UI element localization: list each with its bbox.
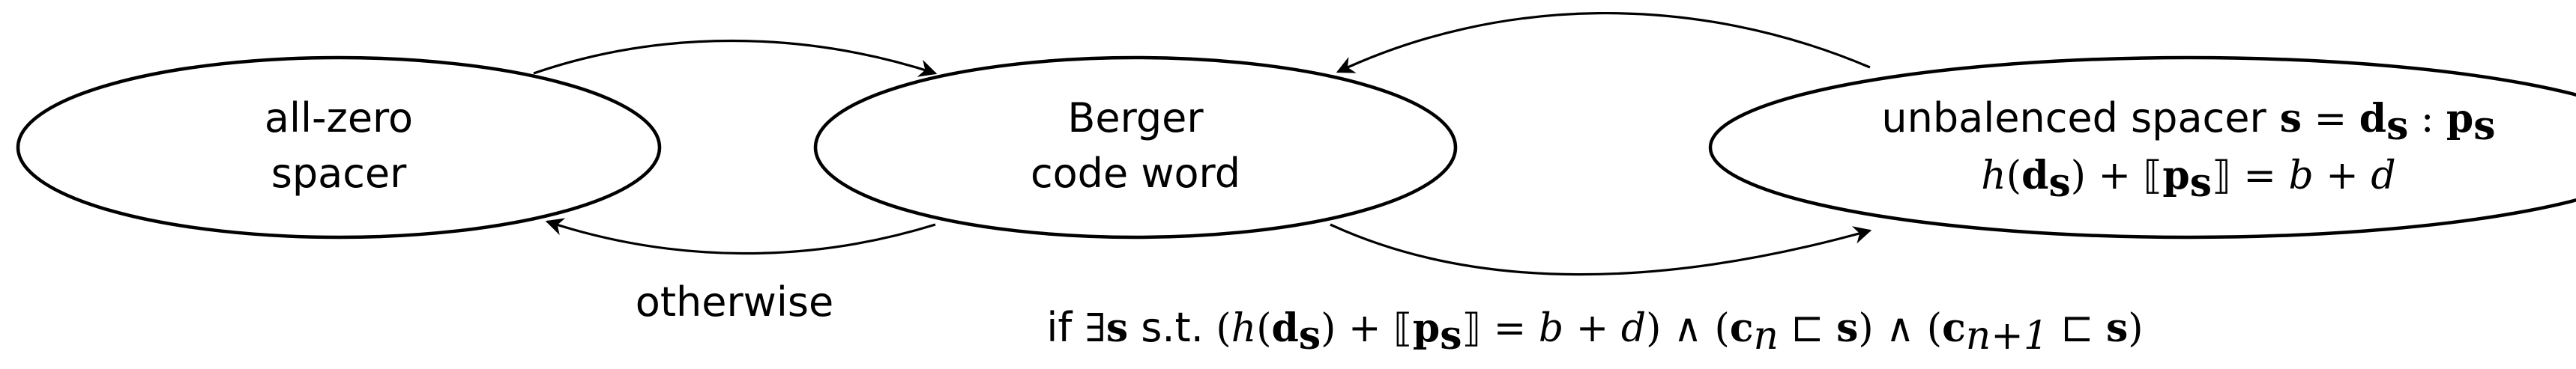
node-berger-label-line2: code word [1031, 150, 1240, 197]
edge-unbalanced-to-berger [1336, 12, 1871, 73]
edge-berger-to-unbalanced-condition [1330, 223, 1872, 276]
node-unbalanced-label-line1: unbalenced spacer s = ds : ps [1881, 94, 2495, 149]
node-all-zero-label-line2: spacer [271, 150, 407, 197]
node-unbalanced-label-line2: h(ds) + ⟦ps⟧ = b + d [1981, 153, 2395, 206]
node-berger-label-line1: Berger [1067, 94, 1204, 141]
node-unbalanced-spacer: unbalenced spacer s = ds : ps h(ds) + ⟦p… [1708, 55, 2576, 240]
node-all-zero-label-line1: all-zero [265, 94, 413, 141]
node-berger-code-word: Berger code word [813, 55, 1458, 240]
edge-zero-to-berger [533, 39, 938, 77]
edge-label-otherwise: otherwise [636, 278, 833, 326]
edge-label-condition: if ∃s s.t. (h(ds) + ⟦ps⟧ = b + d) ∧ (cn … [1046, 304, 2143, 359]
edge-berger-to-zero-otherwise [545, 218, 936, 255]
unbalanced-text: unbalenced spacer [1881, 94, 2266, 141]
node-all-zero-spacer: all-zero spacer [16, 55, 662, 240]
